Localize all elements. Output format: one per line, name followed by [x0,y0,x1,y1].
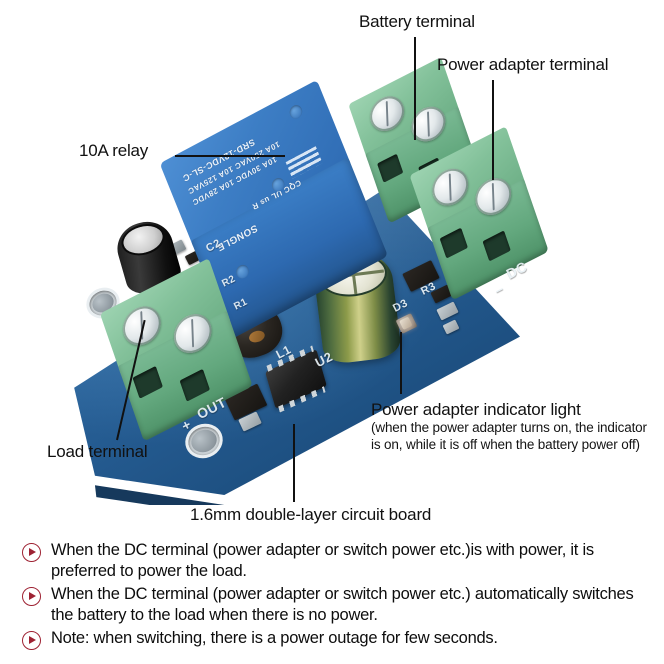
note-text: When the DC terminal (power adapter or s… [51,541,594,581]
list-item: Note: when switching, there is a power o… [22,628,650,650]
leader-battery-terminal [414,37,416,140]
silk-dc-minus-label: – [491,279,507,299]
callout-indicator-light: Power adapter indicator light (when the … [371,400,656,454]
leader-indicator-light [400,332,402,394]
circled-play-arrow-icon [22,586,41,606]
note-text: Note: when switching, there is a power o… [51,628,498,647]
callout-load-terminal: Load terminal [47,442,148,461]
circled-play-arrow-icon [22,543,41,562]
callout-battery-terminal: Battery terminal [359,12,475,31]
circled-play-arrow-icon [22,630,41,650]
note-text: When the DC terminal (power adapter or s… [51,584,634,625]
callout-power-adapter-terminal: Power adapter terminal [437,55,609,74]
callout-indicator-light-description: (when the power adapter turns on, the in… [371,420,647,452]
callout-relay: 10A relay [79,141,149,160]
leader-power-adapter-terminal [492,80,494,180]
leader-relay [175,155,285,157]
callout-circuit-board: 1.6mm double-layer circuit board [190,505,432,524]
list-item: When the DC terminal (power adapter or s… [22,540,650,583]
leader-circuit-board [293,424,295,502]
callout-indicator-light-title: Power adapter indicator light [371,400,581,419]
notes-list: When the DC terminal (power adapter or s… [22,540,650,651]
list-item: When the DC terminal (power adapter or s… [22,584,650,627]
